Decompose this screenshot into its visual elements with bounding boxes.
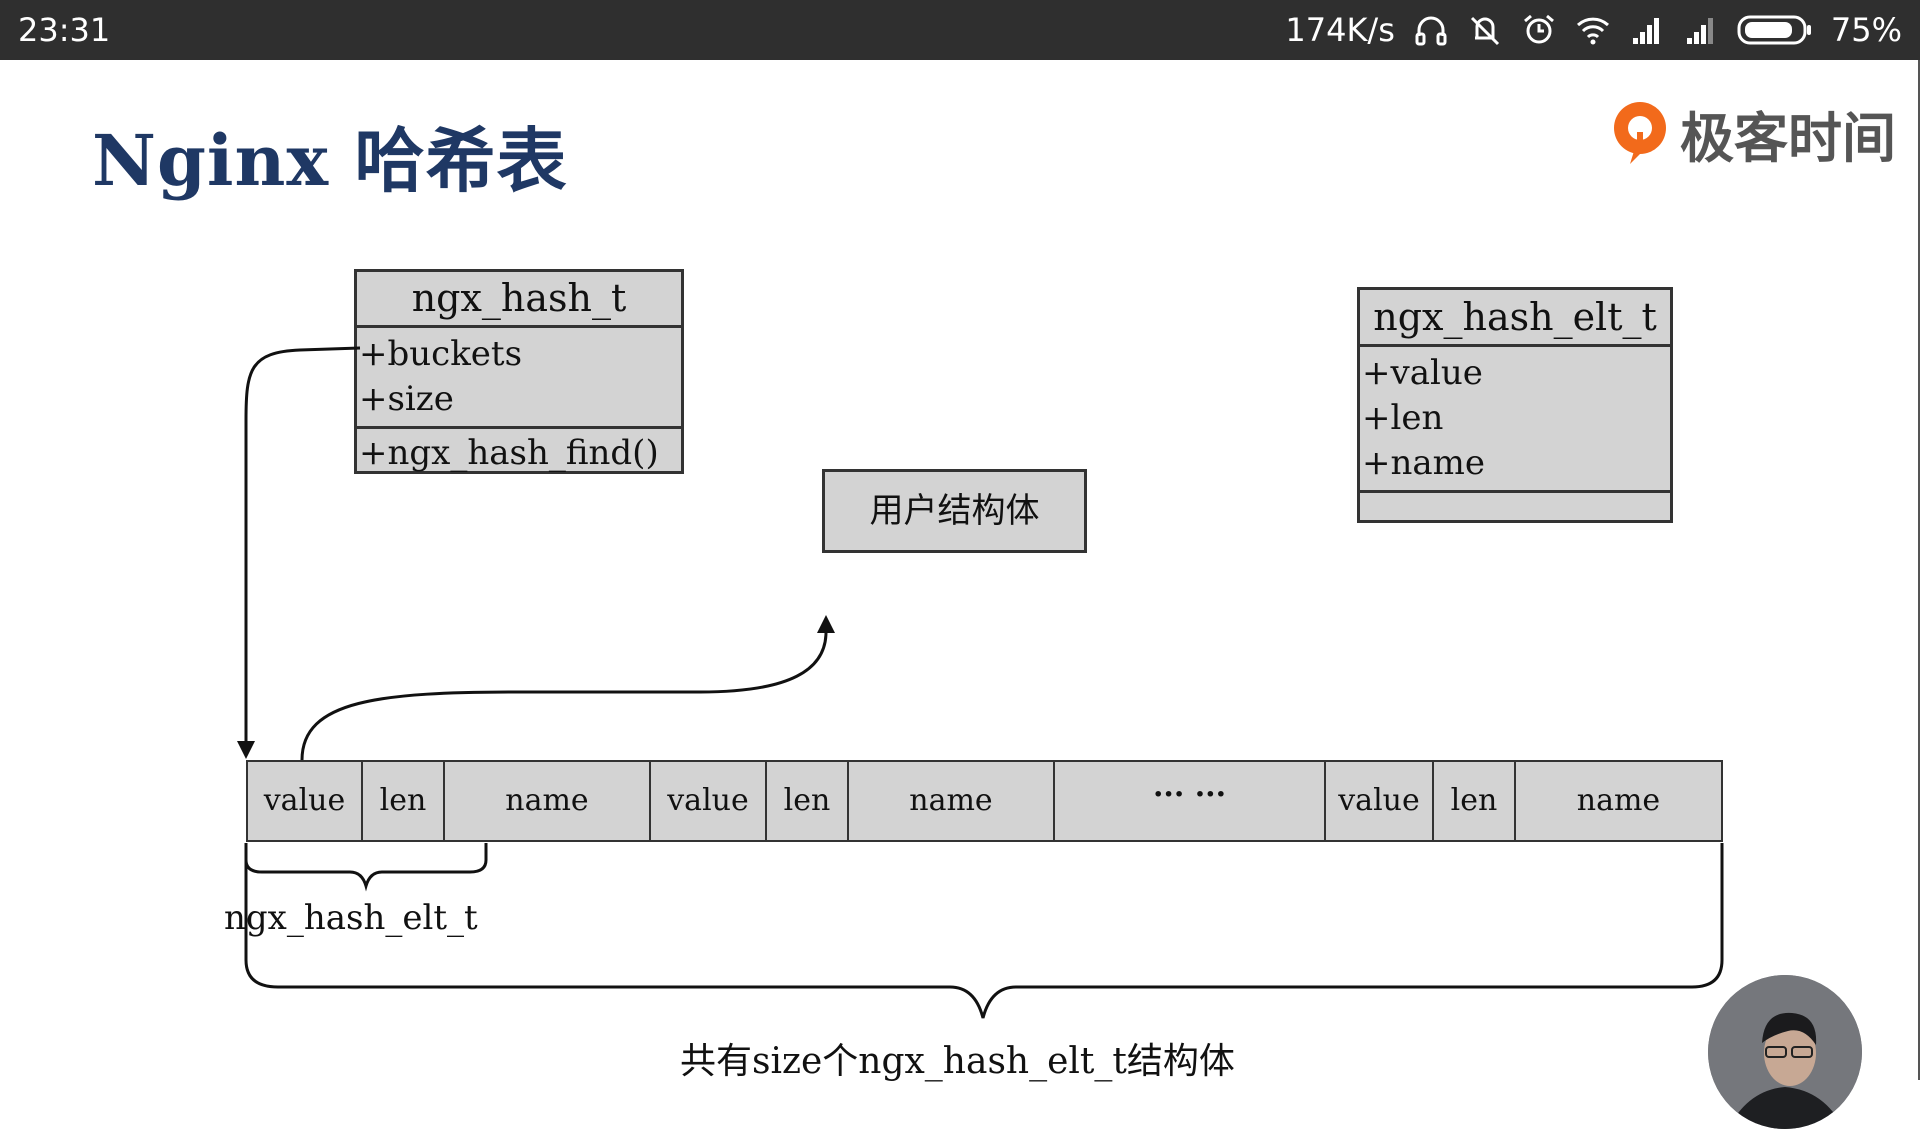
small-brace	[244, 843, 488, 892]
field-value: +value	[1362, 353, 1483, 393]
slide-title: Nginx 哈希表	[92, 119, 568, 202]
headphones-icon	[1415, 16, 1447, 46]
ngx-hash-elt-t-box: ngx_hash_elt_t +value +len +name	[1357, 287, 1673, 523]
array-cell-value: value	[1324, 760, 1434, 842]
geektime-logo: 极客时间	[1608, 94, 1896, 173]
presenter-video[interactable]	[1708, 975, 1862, 1129]
array-cell-value: value	[649, 760, 767, 842]
buckets-arrow	[244, 346, 361, 742]
array-cell-ellipsis: ··· ···	[1053, 760, 1326, 842]
ngx-hash-t-fields: +buckets +size	[357, 328, 681, 429]
ngx-hash-t-box: ngx_hash_t +buckets +size +ngx_hash_find…	[354, 269, 684, 474]
wifi-icon	[1576, 17, 1609, 45]
signal-icon	[1632, 18, 1659, 44]
mute-icon	[1470, 16, 1499, 46]
array-cell-name: name	[443, 760, 651, 842]
field-name: +name	[1362, 443, 1486, 483]
big-brace-label: 共有size个ngx_hash_elt_t结构体	[680, 1041, 1235, 1082]
array-cell-len: len	[1432, 760, 1516, 842]
network-speed: 174K/s	[1285, 11, 1395, 49]
value-arrow	[300, 631, 828, 761]
slide: Nginx 哈希表 极客时间 ngx_hash_t +buckets +size…	[0, 60, 1920, 1129]
battery-percent: 75%	[1830, 11, 1902, 49]
buckets-arrowhead	[237, 741, 255, 759]
status-right: 174K/s	[1285, 8, 1902, 52]
user-struct-label: 用户结构体	[869, 491, 1040, 531]
ngx-hash-t-header: ngx_hash_t	[357, 272, 681, 328]
logo-text: 极客时间	[1680, 107, 1896, 170]
array-cell-len: len	[361, 760, 445, 842]
method-ngx-hash-find: +ngx_hash_find()	[359, 433, 659, 473]
battery-icon	[1737, 15, 1811, 45]
array-cell-name: name	[847, 760, 1055, 842]
field-len: +len	[1362, 398, 1444, 438]
geektime-logo-icon	[1614, 101, 1666, 164]
status-bar: 23:31 174K/s	[0, 0, 1920, 60]
right-edge-line	[1918, 60, 1920, 1080]
signal-icon	[1686, 18, 1713, 44]
small-brace-label: ngx_hash_elt_t	[224, 898, 478, 938]
ngx-hash-elt-t-fields: +value +len +name	[1360, 347, 1670, 493]
value-arrowhead	[817, 615, 835, 633]
field-buckets: +buckets	[359, 334, 523, 374]
array-cell-name: name	[1514, 760, 1723, 842]
array-cell-len: len	[765, 760, 849, 842]
presenter-avatar-icon	[1708, 975, 1862, 1129]
user-struct-box: 用户结构体	[822, 469, 1087, 553]
ngx-hash-elt-t-header: ngx_hash_elt_t	[1360, 290, 1670, 347]
status-time: 23:31	[18, 11, 111, 49]
array-cell-value: value	[246, 760, 363, 842]
alarm-icon	[1523, 14, 1554, 44]
field-size: +size	[359, 379, 454, 419]
